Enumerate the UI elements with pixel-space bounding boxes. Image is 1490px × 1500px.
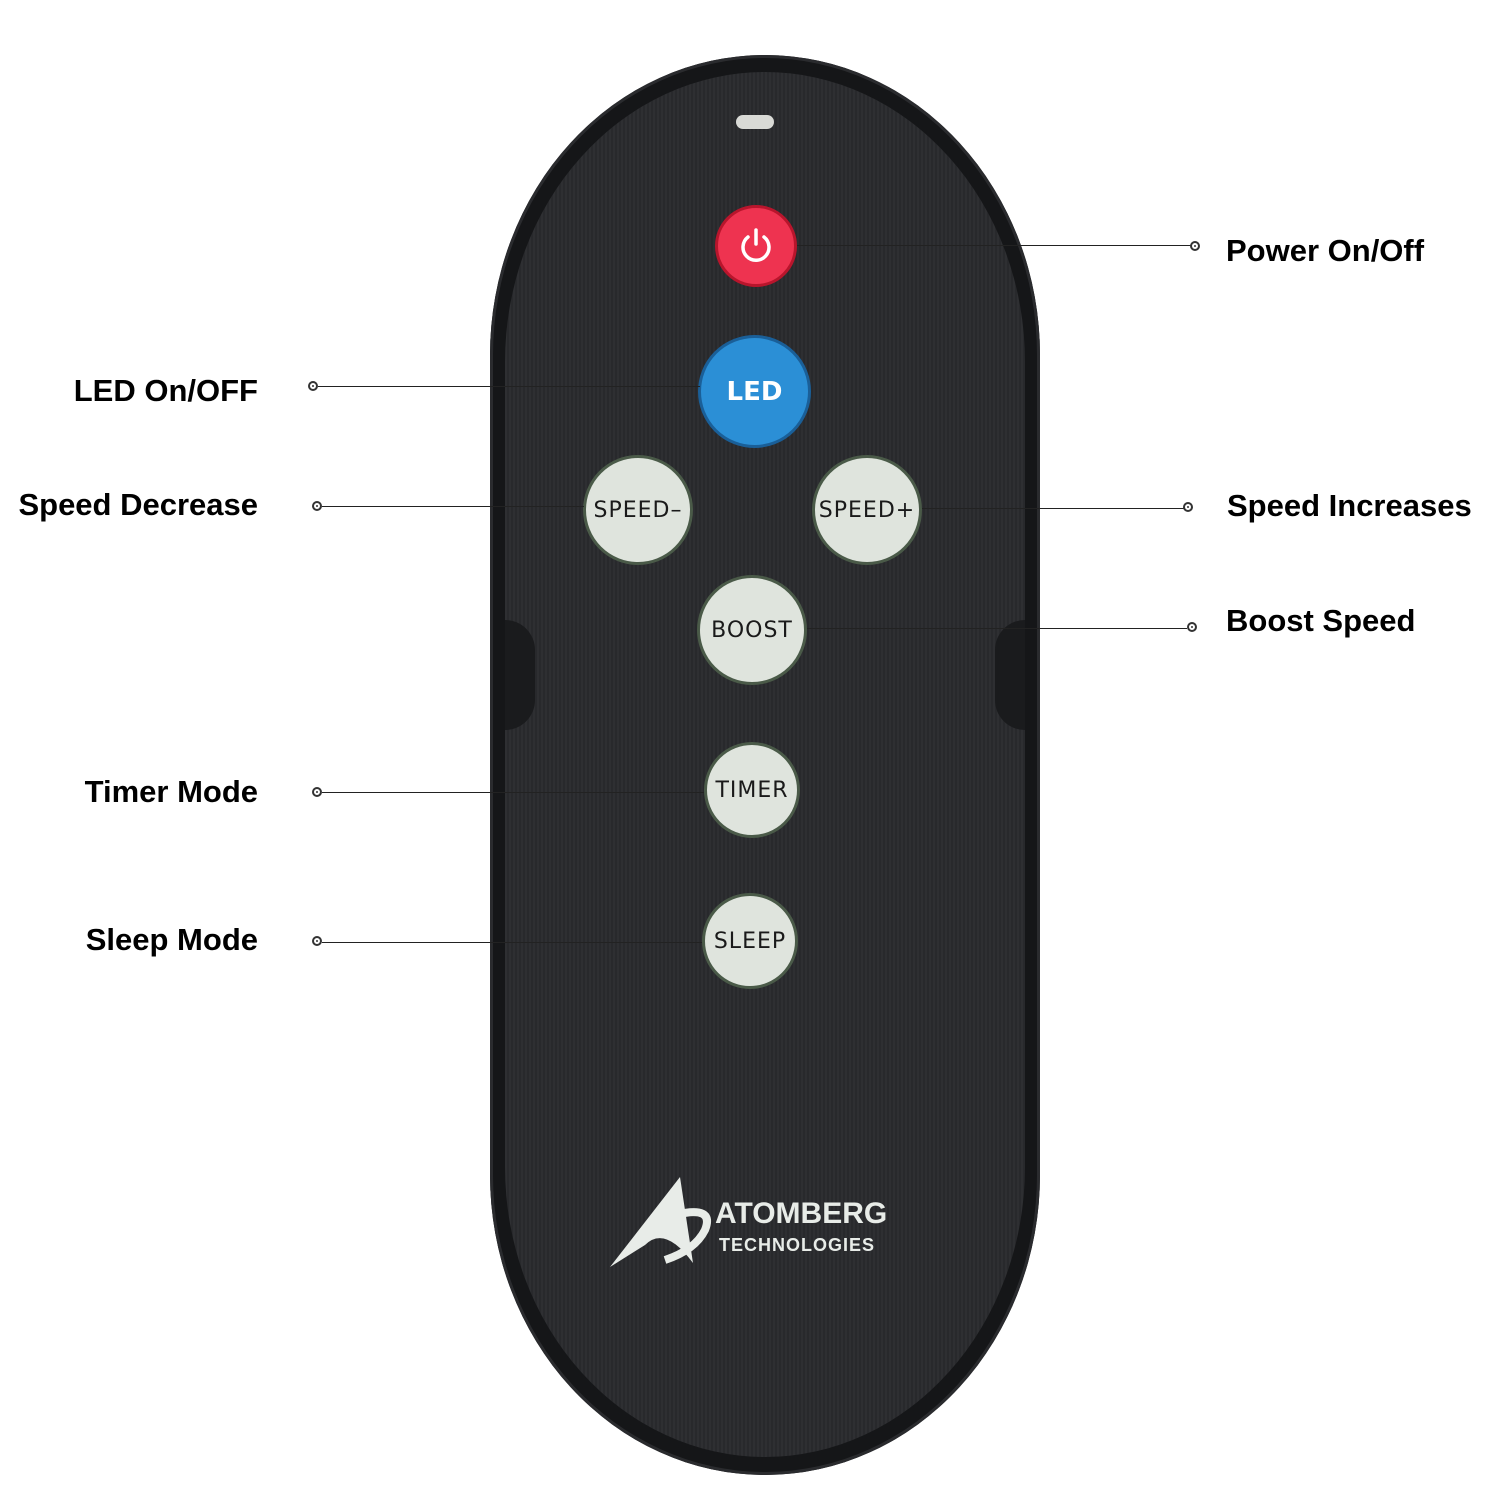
sleep-label: SLEEP (713, 928, 787, 954)
atomberg-logo-icon (610, 1177, 711, 1267)
label-speed-increase: Speed Increases (1227, 488, 1472, 523)
brand-name: ATOMBERG (715, 1197, 888, 1230)
brand-logo: ATOMBERG TECHNOLOGIES (605, 1175, 905, 1275)
callout-dot-speed-decrease (312, 501, 322, 511)
label-led: LED On/OFF (73, 373, 258, 408)
left-grip (505, 620, 535, 730)
power-button[interactable] (715, 205, 797, 287)
label-sleep: Sleep Mode (85, 922, 258, 957)
callout-dot-power (1190, 241, 1200, 251)
power-icon (741, 228, 771, 262)
label-speed-decrease: Speed Decrease (18, 487, 258, 522)
label-power: Power On/Off (1226, 233, 1425, 268)
indicator-light (736, 115, 774, 129)
callout-dot-sleep (312, 936, 322, 946)
sleep-button[interactable]: SLEEP (702, 893, 798, 989)
led-button[interactable]: LED (698, 335, 811, 448)
leader-line-sleep (322, 942, 702, 943)
callout-dot-speed-increase (1183, 502, 1193, 512)
boost-label: BOOST (711, 617, 793, 643)
speed-plus-label: SPEED+ (818, 497, 916, 523)
callout-dot-timer (312, 787, 322, 797)
right-grip (995, 620, 1025, 730)
boost-button[interactable]: BOOST (697, 575, 807, 685)
callout-dot-led (308, 381, 318, 391)
leader-line-speed-increase (922, 508, 1184, 509)
timer-label: TIMER (715, 777, 789, 803)
speed-minus-button[interactable]: SPEED– (583, 455, 693, 565)
led-button-label: LED (726, 376, 783, 407)
speed-minus-label: SPEED– (593, 497, 683, 523)
leader-line-led (318, 386, 700, 387)
callout-dot-boost (1187, 622, 1197, 632)
leader-line-power (797, 245, 1192, 246)
timer-button[interactable]: TIMER (704, 742, 800, 838)
leader-line-speed-decrease (322, 506, 584, 507)
brand-subtitle: TECHNOLOGIES (719, 1235, 876, 1255)
speed-plus-button[interactable]: SPEED+ (812, 455, 922, 565)
label-boost: Boost Speed (1226, 603, 1416, 638)
leader-line-timer (322, 792, 704, 793)
label-timer: Timer Mode (84, 774, 258, 809)
leader-line-boost (807, 628, 1187, 629)
